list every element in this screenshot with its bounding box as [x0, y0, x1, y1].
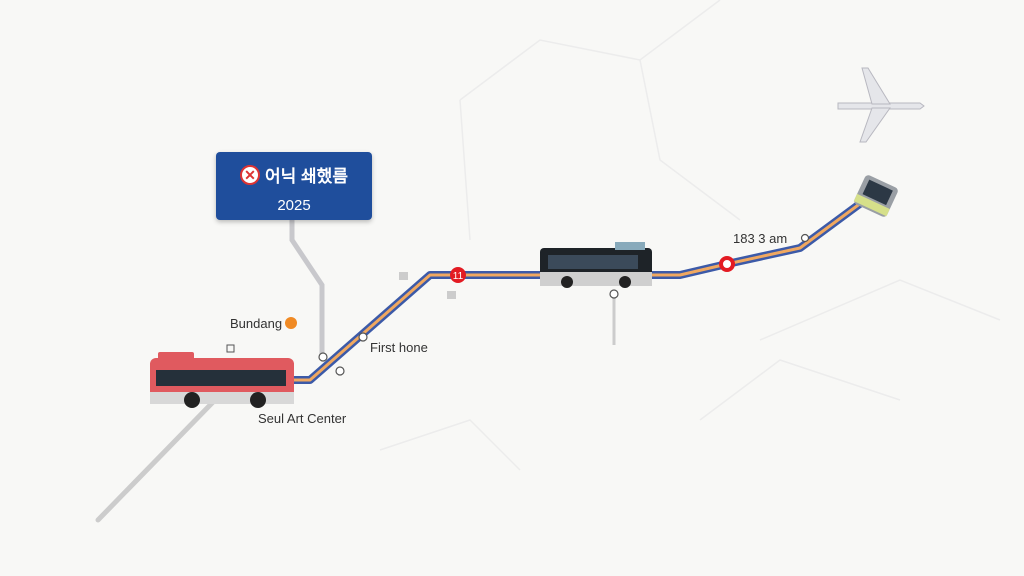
bus-icon[interactable] [540, 242, 652, 288]
airplane-icon [837, 67, 925, 143]
label-bundang: Bundang [230, 316, 283, 331]
label-time: 183 3 am [733, 231, 788, 246]
route-number: 11 [453, 271, 464, 282]
label-first-stop: First hone [370, 340, 428, 355]
label-art-center: Seul Art Center [258, 411, 347, 426]
route-stop-marker[interactable] [450, 267, 466, 283]
location-pin-icon [285, 317, 297, 329]
road-segment [95, 397, 218, 523]
no-entry-icon: ✕ [240, 164, 261, 185]
sign-title: 어닉 쇄했름 [265, 167, 348, 186]
bus-icon[interactable] [853, 174, 899, 218]
small-marker [226, 344, 235, 353]
sign-year: 2025 [277, 197, 311, 214]
background-roads [379, 0, 1001, 471]
stop-markers [318, 233, 810, 376]
current-stop-marker[interactable] [719, 256, 735, 272]
route-sign: ✕어닉 쇄했름 2025 [216, 152, 372, 220]
bus-icon[interactable] [150, 352, 294, 408]
small-marker [447, 291, 456, 299]
small-marker [399, 272, 408, 280]
